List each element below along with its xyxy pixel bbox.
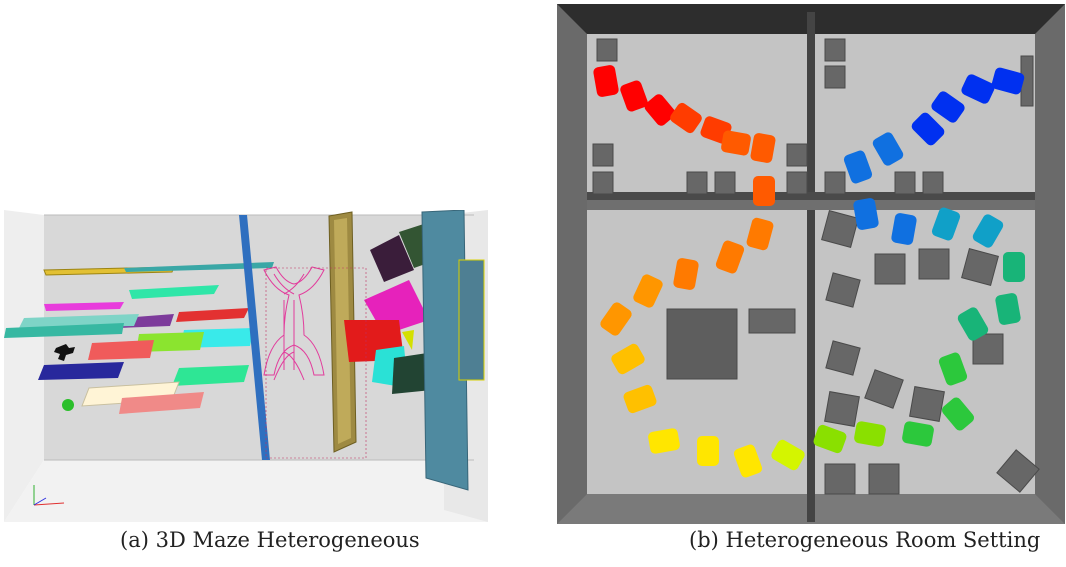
caption-a: (a) 3D Maze Heterogeneous xyxy=(120,528,420,552)
axis-triad-icon xyxy=(33,485,65,506)
maze-scene-image xyxy=(4,210,488,522)
caption-b: (b) Heterogeneous Room Setting xyxy=(689,528,1041,552)
room-scene-image xyxy=(557,4,1065,524)
